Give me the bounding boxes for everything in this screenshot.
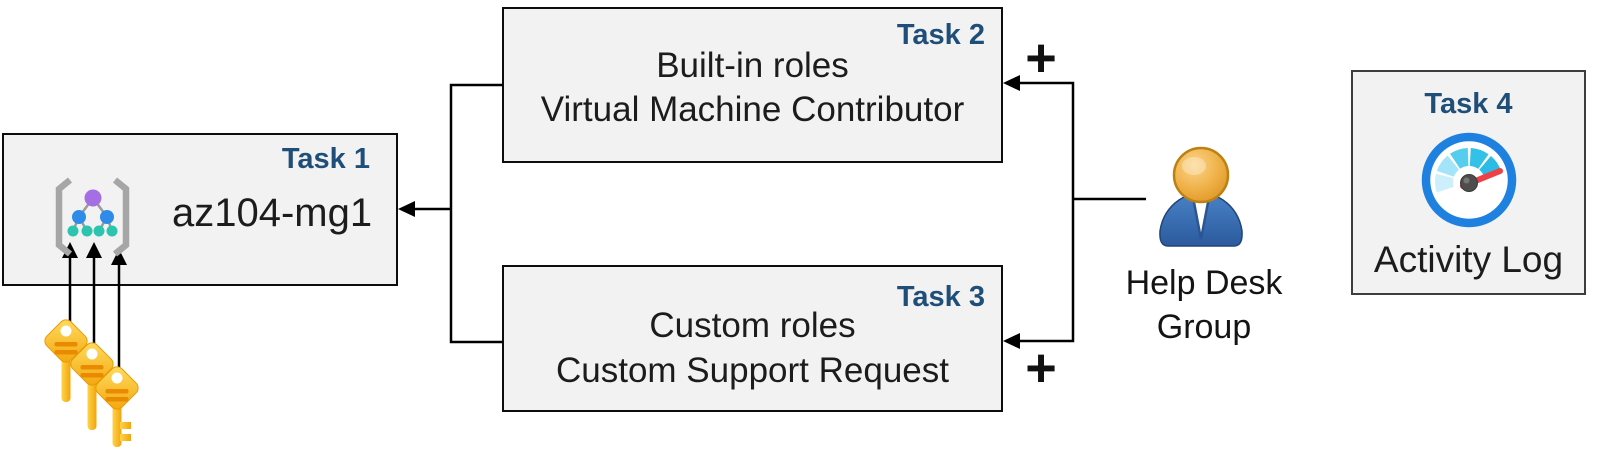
task4-caption: Activity Log xyxy=(1373,239,1564,280)
mg-braces xyxy=(55,177,130,257)
task3-line2: Custom Support Request xyxy=(556,351,949,390)
person-head-gloss xyxy=(1182,157,1206,175)
task3-line1: Custom roles xyxy=(649,306,856,345)
keys-icon xyxy=(44,319,139,447)
plus-bottom-sign: + xyxy=(1025,338,1057,398)
arrowhead-to-task2 xyxy=(1003,75,1020,91)
gauge-arc-segments xyxy=(1435,148,1502,193)
help-desk-line2: Group xyxy=(1156,308,1252,346)
gauge-hub-highlight xyxy=(1463,177,1470,184)
mg-node-leaf xyxy=(81,225,93,237)
person-icon xyxy=(1159,146,1243,247)
mg-node-leaf xyxy=(106,225,118,237)
task4-label: Task 4 xyxy=(1424,88,1513,120)
plus-top-sign: + xyxy=(1025,28,1057,88)
right-connector xyxy=(1016,81,1146,343)
mg-node-root xyxy=(84,189,102,207)
key-icon xyxy=(95,366,139,447)
mg-node-child xyxy=(100,210,114,224)
task4-box: Task 4 Activity Log xyxy=(1351,70,1586,295)
management-group-icon xyxy=(55,177,130,257)
task1-label: Task 1 xyxy=(281,143,370,175)
arrowhead-to-task1 xyxy=(398,201,415,217)
key-icon xyxy=(70,342,114,430)
task1-title: az104-mg1 xyxy=(172,191,373,235)
mg-node-child xyxy=(72,210,86,224)
activity-log-gauge-icon xyxy=(1421,132,1517,228)
person-head xyxy=(1172,146,1230,204)
mg-tree-edges xyxy=(71,197,114,232)
task2-box: Task 2 Built-in roles Virtual Machine Co… xyxy=(502,7,1003,163)
key-icon xyxy=(44,319,88,402)
key-arrowhead-2 xyxy=(86,242,102,258)
task3-text: Custom roles Custom Support Request xyxy=(504,303,1001,393)
gauge-hub xyxy=(1460,174,1478,192)
arrowhead-to-task3 xyxy=(1003,333,1020,349)
task3-box: Task 3 Custom roles Custom Support Reque… xyxy=(502,265,1003,412)
left-connector xyxy=(412,83,502,344)
task2-line1: Built-in roles xyxy=(656,46,849,85)
mg-node-leaf xyxy=(67,225,79,237)
task3-label: Task 3 xyxy=(896,281,985,313)
task2-line2: Virtual Machine Contributor xyxy=(540,90,965,129)
task2-text: Built-in roles Virtual Machine Contribut… xyxy=(504,44,1001,132)
help-desk-line1: Help Desk xyxy=(1125,264,1283,302)
task1-box: Task 1 az104-mg1 xyxy=(2,133,398,286)
help-desk-group-label: Help Desk Group xyxy=(1104,261,1304,349)
person-collar xyxy=(1192,192,1210,239)
mg-node-leaf xyxy=(93,225,105,237)
key-arrowhead-3 xyxy=(111,249,127,265)
task2-label: Task 2 xyxy=(896,19,985,51)
